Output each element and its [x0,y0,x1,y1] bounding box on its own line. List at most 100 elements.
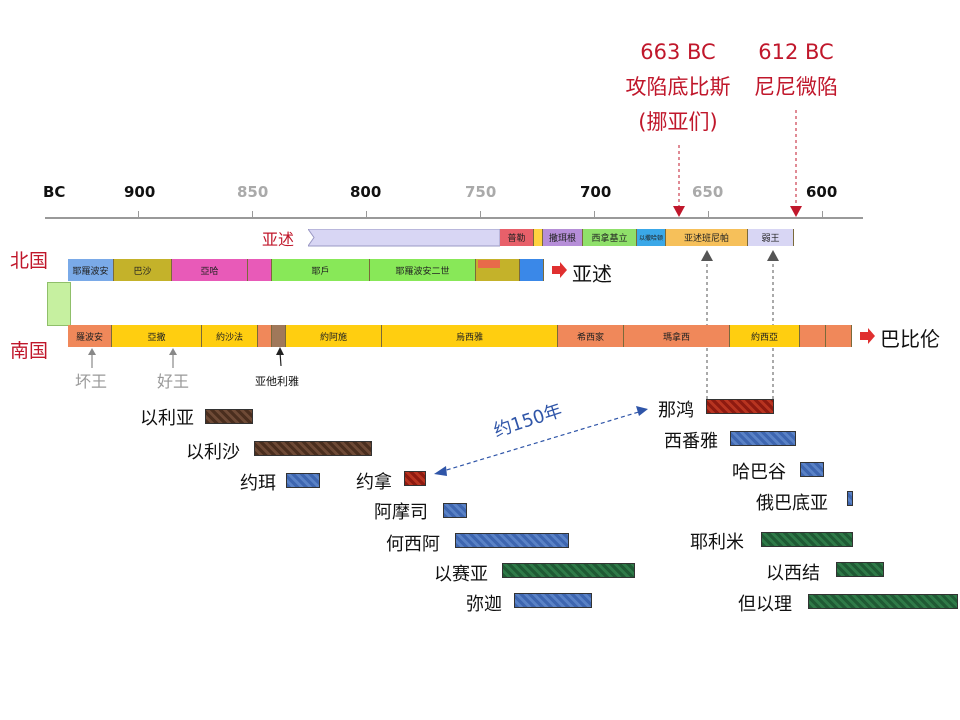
prophet-elijah-bar [205,409,253,424]
axis-label-750: 750 [465,183,497,201]
south-segment [826,325,852,347]
axis-label-800: 800 [350,183,382,201]
prophet-amos-label: 阿摩司 [374,502,428,523]
prophet-jeremiah-bar [761,532,853,547]
axis-label-700: 700 [580,183,612,201]
south-exit-label: 巴比伦 [880,327,940,351]
event-663-desc: 攻陷底比斯 [625,75,731,99]
prophet-daniel-label: 但以理 [738,594,792,615]
axis-tick [252,211,253,219]
timeline-axis [45,217,863,219]
event-612-desc: 尼尼微陷 [754,75,838,99]
north-segment-ahab: 亞哈 [172,259,248,281]
event-663-arrow [673,206,685,217]
axis-tick [366,211,367,219]
prophet-ezekiel-bar [836,562,884,577]
span-line [439,410,643,473]
prophet-jonah-bar [404,471,426,486]
axis-label-850: 850 [237,183,269,201]
athaliah-arrow [276,347,284,355]
axis-label-bc: BC [43,183,66,201]
prophet-habakkuk-bar [800,462,824,477]
north-segment [520,259,544,281]
assyria-segment-sargon: 撒珥根 [543,229,583,246]
north-exit-arrow [552,262,567,278]
north-kingdom-label: 北国 [10,250,49,272]
axis-label-900: 900 [124,183,156,201]
bad-king-label: 坏王 [75,372,108,391]
prophet-ezekiel-label: 以西结 [766,563,820,584]
prophet-amos-bar [443,503,467,518]
prophet-elisha-bar [254,441,372,456]
south-exit-arrow [860,328,875,344]
prophet-micah-bar [514,593,592,608]
prophet-jeremiah-label: 耶利米 [690,532,744,553]
prophet-jonah-label: 约拿 [356,472,392,493]
axis-tick [822,211,823,219]
prophet-elisha-label: 以利沙 [186,442,240,463]
event-612-arrow [790,206,802,217]
prophet-obadiah-label: 俄巴底亚 [756,493,828,514]
north-segment-jehu: 耶戶 [272,259,370,281]
south-segment-joash: 約阿施 [286,325,382,347]
prophet-nahum-bar [706,399,774,414]
prophet-zephaniah-label: 西番雅 [664,431,718,452]
prophet-habakkuk-label: 哈巴谷 [732,462,786,483]
prophet-obadiah-bar [847,491,853,506]
event-663-desc2: (挪亚们) [638,110,718,134]
kingdom-link-block [47,282,71,326]
good-king-arrow [169,348,177,355]
assyria-segment-gap [534,229,543,246]
assyria-segment-ashurbanipal: 亚述班尼帕 [666,229,748,246]
bad-king-arrow [88,348,96,355]
athaliah-label: 亚他利雅 [255,375,299,388]
prophet-elijah-label: 以利亚 [140,408,194,429]
event-612-year: 612 BC [758,40,834,64]
north-segment-small [478,260,500,268]
event-663-year: 663 BC [640,40,716,64]
prophet-hosea-label: 何西阿 [386,534,440,555]
axis-tick [480,211,481,219]
prophet-zephaniah-bar [730,431,796,446]
axis-tick [594,211,595,219]
north-exit-label: 亚述 [572,262,612,286]
span-arrow-left [434,466,447,476]
nahum-right-arrow [767,250,779,261]
north-segment-baasha: 巴沙 [114,259,172,281]
axis-label-600: 600 [806,183,838,201]
prophet-micah-label: 弥迦 [466,594,502,615]
prophet-joel-bar [286,473,320,488]
prophet-joel-label: 约珥 [240,473,276,494]
prophet-isaiah-label: 以赛亚 [434,564,488,585]
assyria-label: 亚述 [262,230,295,249]
south-segment [800,325,826,347]
south-segment-rehoboam: 羅波安 [68,325,112,347]
south-segment-asa: 亞撒 [112,325,202,347]
assyria-segment-pul: 普勒 [500,229,534,246]
south-segment-hezekiah: 希西家 [558,325,624,347]
prophet-isaiah-bar [502,563,635,578]
south-segment [258,325,272,347]
nahum-left-arrow [701,250,713,261]
axis-label-650: 650 [692,183,724,201]
assyria-segment-esarhaddon: 以撒哈顿 [637,229,666,246]
south-segment-uzziah: 烏西雅 [382,325,558,347]
axis-tick [138,211,139,219]
north-segment-jeroboam-ii: 耶羅波安二世 [370,259,476,281]
south-kingdom-label: 南国 [10,340,49,362]
prophet-daniel-bar [808,594,958,609]
south-segment-jehoshaphat: 約沙法 [202,325,258,347]
prophet-hosea-bar [455,533,569,548]
north-segment-jeroboam: 耶羅波安 [68,259,114,281]
south-segment-athaliah [272,325,286,347]
axis-tick [708,211,709,219]
good-king-label: 好王 [157,372,190,391]
assyria-segment-weak-kings: 弱王 [748,229,794,246]
span-arrow-right [636,406,648,416]
south-segment-manasseh: 瑪拿西 [624,325,730,347]
assyria-segment-sennacherib: 西拿基立 [583,229,637,246]
assyria-base [308,229,500,247]
south-segment-josiah: 約西亞 [730,325,800,347]
north-segment [248,259,272,281]
